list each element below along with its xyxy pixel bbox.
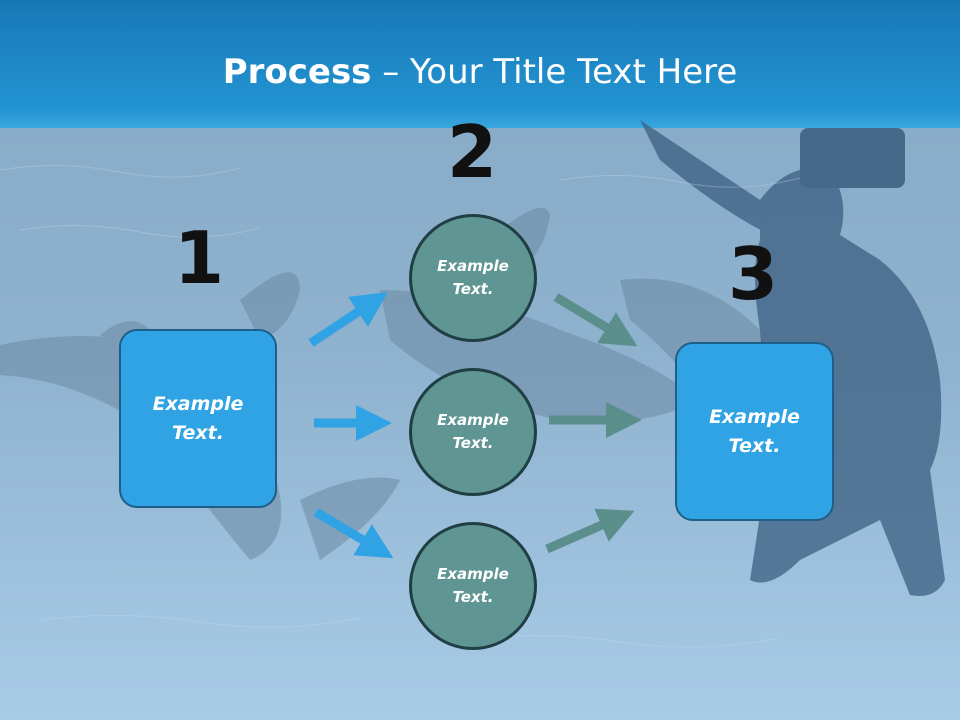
circle-bottom-line2: Text. [452,588,494,606]
arrow-top-to-right [553,293,638,347]
step-number-3: 3 [727,232,779,316]
start-box-line2: Text. [172,421,224,444]
circle-top-line2: Text. [452,280,494,298]
step-number-2: 2 [446,110,498,194]
arrow-left-to-top [308,292,389,347]
circle-top-line1: Example [437,257,509,275]
circle-bottom-line1: Example [437,565,509,583]
end-box-line1: Example [709,405,800,428]
title-bold: Process [222,52,372,92]
arrow-bottom-to-right [545,508,635,554]
title-rest: – Your Title Text Here [371,52,738,92]
end-box: Example Text. [675,342,834,521]
circle-middle: Example Text. [409,368,537,496]
circle-middle-line2: Text. [452,434,494,452]
start-box-line1: Example [152,392,244,415]
end-box-line2: Text. [728,434,781,457]
arrow-left-to-bottom [313,508,394,559]
step-number-1: 1 [173,216,225,300]
circle-top: Example Text. [409,214,537,342]
start-box: Example Text. [119,329,277,508]
circle-bottom: Example Text. [409,522,537,650]
slide-title: Process – Your Title Text Here [0,52,960,92]
circle-middle-line1: Example [437,411,509,429]
